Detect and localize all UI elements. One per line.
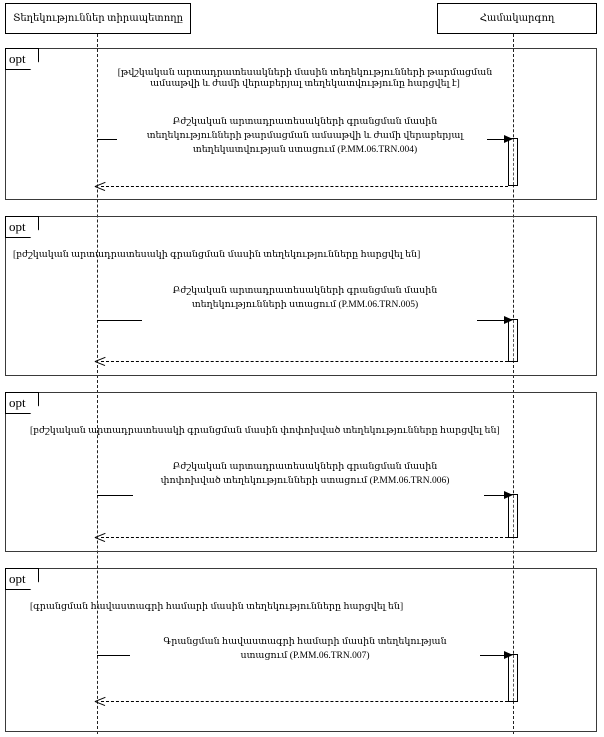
- fragment-operator-label: opt: [5, 392, 39, 414]
- reply-arrow-1: [101, 186, 508, 187]
- message-arrow-stub-3: [97, 495, 133, 496]
- fragment-operator-label: opt: [5, 48, 39, 70]
- reply-arrow-3: [101, 537, 508, 538]
- activation-bar-4: [508, 654, 518, 702]
- message-line: Գրանցման հավաստագրի համարի մասին տեղեկու…: [163, 637, 447, 647]
- reply-arrowhead-1: [95, 181, 105, 192]
- message-line: Բժշկական արտադրատեսակների գրանցման մասին: [172, 286, 438, 296]
- message-line: տեղեկությունների ստացում (P.MM.06.TRN.00…: [191, 299, 419, 310]
- message-label-1: Բժշկական արտադրատեսակների գրանցման մասին…: [103, 116, 507, 157]
- message-line: փոփոխված տեղեկությունների ստացում (P.MM.…: [160, 475, 450, 486]
- guard-line: [գրանցման հավաստագրի համարի մասին տեղեկո…: [30, 602, 404, 612]
- guard-line: [բժշկական արտադրատեսակի գրանցման մասին փ…: [30, 426, 500, 436]
- message-arrow-1: [487, 139, 509, 140]
- guard-condition-1: [թվշկական արտադրատեսակների մասին տեղեկու…: [110, 68, 500, 91]
- message-arrowhead-4: [504, 651, 513, 659]
- participant-box-coordinator[interactable]: Համակարգող: [437, 3, 597, 34]
- message-label-2: Բժշկական արտադրատեսակների գրանցման մասին…: [103, 285, 507, 313]
- fragment-operator-label: opt: [5, 216, 39, 238]
- message-arrow-stub-1: [97, 139, 117, 140]
- guard-line: [թվշկական արտադրատեսակների մասին տեղեկու…: [117, 68, 493, 78]
- message-arrow-stub-2: [97, 320, 142, 321]
- guard-condition-2: [բժշկական արտադրատեսակի գրանցման մասին տ…: [13, 250, 420, 261]
- message-arrow-4: [480, 655, 509, 656]
- reply-arrow-2: [101, 361, 508, 362]
- message-arrowhead-2: [504, 316, 513, 324]
- participant-label: Տեղեկություններ տիրապետողը: [13, 12, 183, 24]
- lifeline-coordinator: [513, 34, 514, 734]
- message-line: Բժշկական արտադրատեսակների գրանցման մասին: [172, 462, 438, 472]
- opt-fragment-3[interactable]: opt: [5, 392, 597, 552]
- reply-arrowhead-4: [95, 696, 105, 707]
- message-line: տեղեկատվության ստացում (P.MM.06.TRN.004): [192, 144, 418, 155]
- guard-condition-3: [բժշկական արտադրատեսակի գրանցման մասին փ…: [30, 426, 500, 437]
- message-arrowhead-1: [504, 135, 513, 143]
- guard-line: ամսաթվի և ժամի վերաբերյալ տեղեկատվությու…: [150, 79, 460, 90]
- message-arrow-2: [477, 320, 509, 321]
- message-label-3: Բժշկական արտադրատեսակների գրանցման մասին…: [103, 461, 507, 489]
- message-arrow-3: [484, 495, 509, 496]
- activation-bar-1: [508, 138, 518, 186]
- message-label-4: Գրանցման հավաստագրի համարի մասին տեղեկու…: [103, 636, 507, 664]
- lifeline-info-holder: [97, 34, 98, 734]
- message-arrowhead-3: [504, 491, 513, 499]
- fragment-operator-label: opt: [5, 568, 39, 590]
- opt-fragment-1[interactable]: opt: [5, 48, 597, 200]
- participant-label: Համակարգող: [479, 12, 555, 24]
- message-line: տեղեկությունների թարմացման ամսաթվի և ժամ…: [146, 130, 464, 141]
- message-line: ստացում (P.MM.06.TRN.007): [240, 650, 370, 661]
- opt-fragment-2[interactable]: opt: [5, 216, 597, 376]
- guard-line: [բժշկական արտադրատեսակի գրանցման մասին տ…: [13, 250, 421, 260]
- activation-bar-2: [508, 319, 518, 362]
- participant-box-info-holder[interactable]: Տեղեկություններ տիրապետողը: [5, 3, 191, 34]
- reply-arrowhead-3: [95, 532, 105, 543]
- message-arrow-stub-4: [97, 655, 130, 656]
- reply-arrow-4: [101, 701, 508, 702]
- guard-condition-4: [գրանցման հավաստագրի համարի մասին տեղեկո…: [30, 602, 403, 613]
- activation-bar-3: [508, 494, 518, 538]
- reply-arrowhead-2: [95, 356, 105, 367]
- message-line: Բժշկական արտադրատեսակների գրանցման մասին: [172, 117, 438, 127]
- opt-fragment-4[interactable]: opt: [5, 568, 597, 732]
